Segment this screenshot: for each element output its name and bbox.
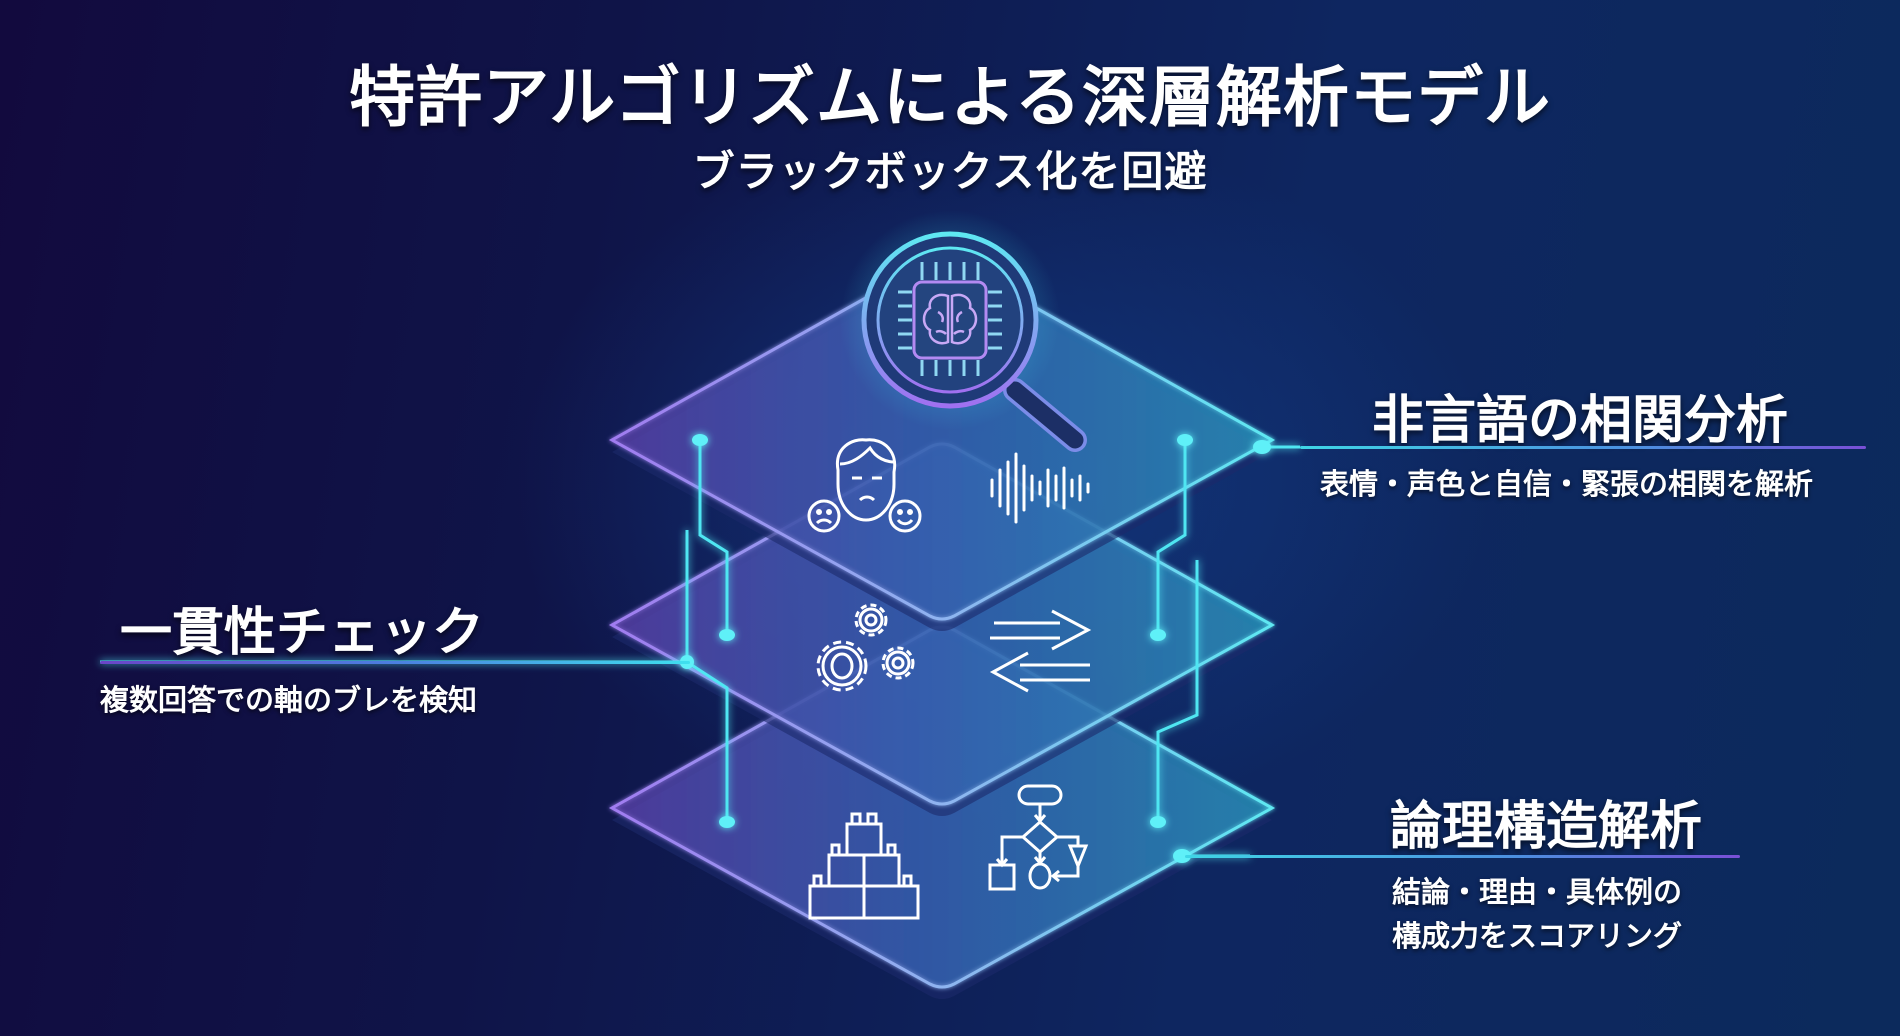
- callout-logic-rule: [1185, 855, 1740, 858]
- building-blocks-icon: [808, 812, 920, 920]
- gears-icon: [816, 603, 915, 692]
- brain-icon: [922, 293, 978, 345]
- callout-nonverbal-description: 表情・声色と自信・緊張の相関を解析: [1320, 467, 1814, 501]
- page-title: 特許アルゴリズムによる深層解析モデル: [348, 59, 1552, 136]
- bidirectional-arrows-icon: [989, 609, 1092, 693]
- left-connector-nodes: [680, 434, 735, 828]
- flowchart-icon: [988, 784, 1089, 891]
- callout-logic-heading: 論理構造解析: [1390, 797, 1703, 857]
- magnifier-ai-chip-brain-icon: [840, 210, 1087, 452]
- callout-nonverbal-heading: 非言語の相関分析: [1372, 391, 1789, 451]
- face-emotion-icon: [807, 438, 922, 533]
- callout-nonverbal-rule: [1300, 446, 1866, 449]
- sound-wave-icon: [990, 452, 1090, 524]
- callout-consistency-rule: [100, 661, 690, 664]
- page-subtitle: ブラックボックス化を回避: [692, 147, 1208, 196]
- callout-consistency-description: 複数回答での軸のブレを検知: [100, 683, 478, 717]
- layer-top-plate: [608, 257, 1276, 631]
- callout-consistency-heading: 一貫性チェック: [120, 603, 485, 663]
- callout-logic-description-line1: 結論・理由・具体例の: [1392, 875, 1683, 909]
- right-connector-nodes: [1150, 434, 1271, 863]
- callout-logic-description-line2: 構成力をスコアリング: [1392, 919, 1683, 953]
